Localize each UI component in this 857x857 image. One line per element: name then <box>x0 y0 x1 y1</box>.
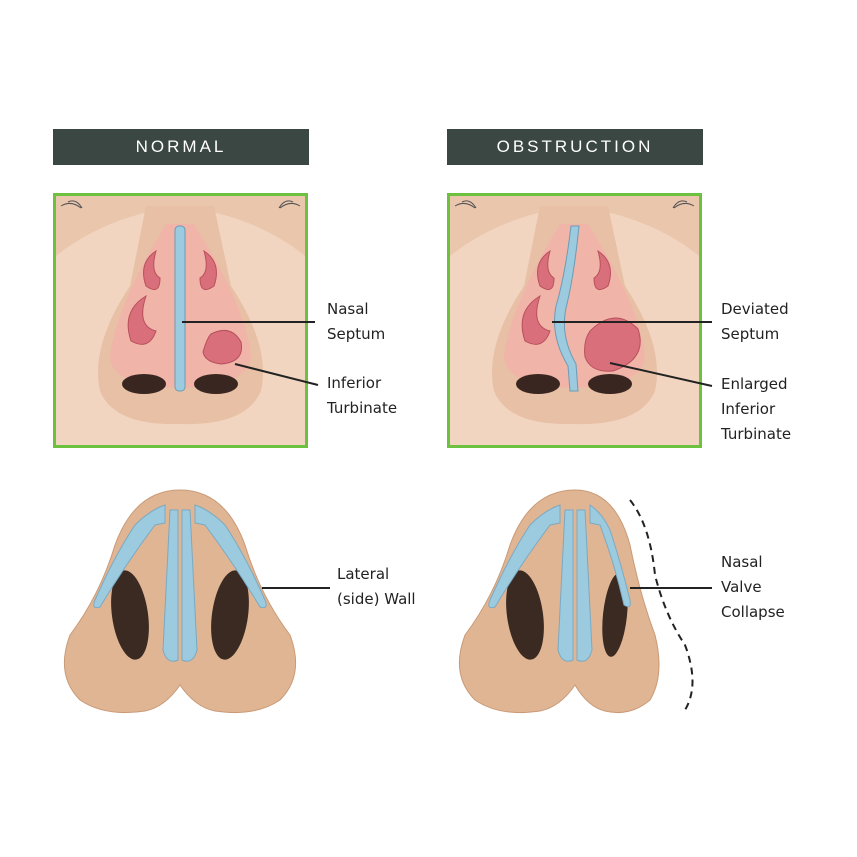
label-inferior-turbinate: Inferior Turbinate <box>327 374 398 417</box>
normal-nose-panel <box>53 193 308 448</box>
normal-base-illustration <box>63 489 297 714</box>
header-obstruction: OBSTRUCTION <box>447 129 703 165</box>
obstruction-base-illustration <box>458 489 694 714</box>
label-enlarged-inferior-turbinate: Enlarged Inferior Turbinate <box>721 375 792 443</box>
header-obstruction-text: OBSTRUCTION <box>496 137 654 156</box>
label-nasal-septum: Nasal Septum <box>327 300 386 343</box>
label-lateral-wall: Lateral (side) Wall <box>337 565 416 608</box>
label-nasal-valve-collapse: Nasal Valve Collapse <box>721 553 785 621</box>
obstruction-nose-illustration <box>450 196 699 445</box>
header-normal: NORMAL <box>53 129 309 165</box>
label-deviated-septum: Deviated Septum <box>721 300 789 343</box>
normal-base-view <box>55 485 305 725</box>
collapse-outline <box>629 499 694 711</box>
header-normal-text: NORMAL <box>135 137 227 156</box>
normal-nose-illustration <box>56 196 305 445</box>
obstruction-base-view <box>450 485 710 725</box>
obstruction-nose-panel <box>447 193 702 448</box>
